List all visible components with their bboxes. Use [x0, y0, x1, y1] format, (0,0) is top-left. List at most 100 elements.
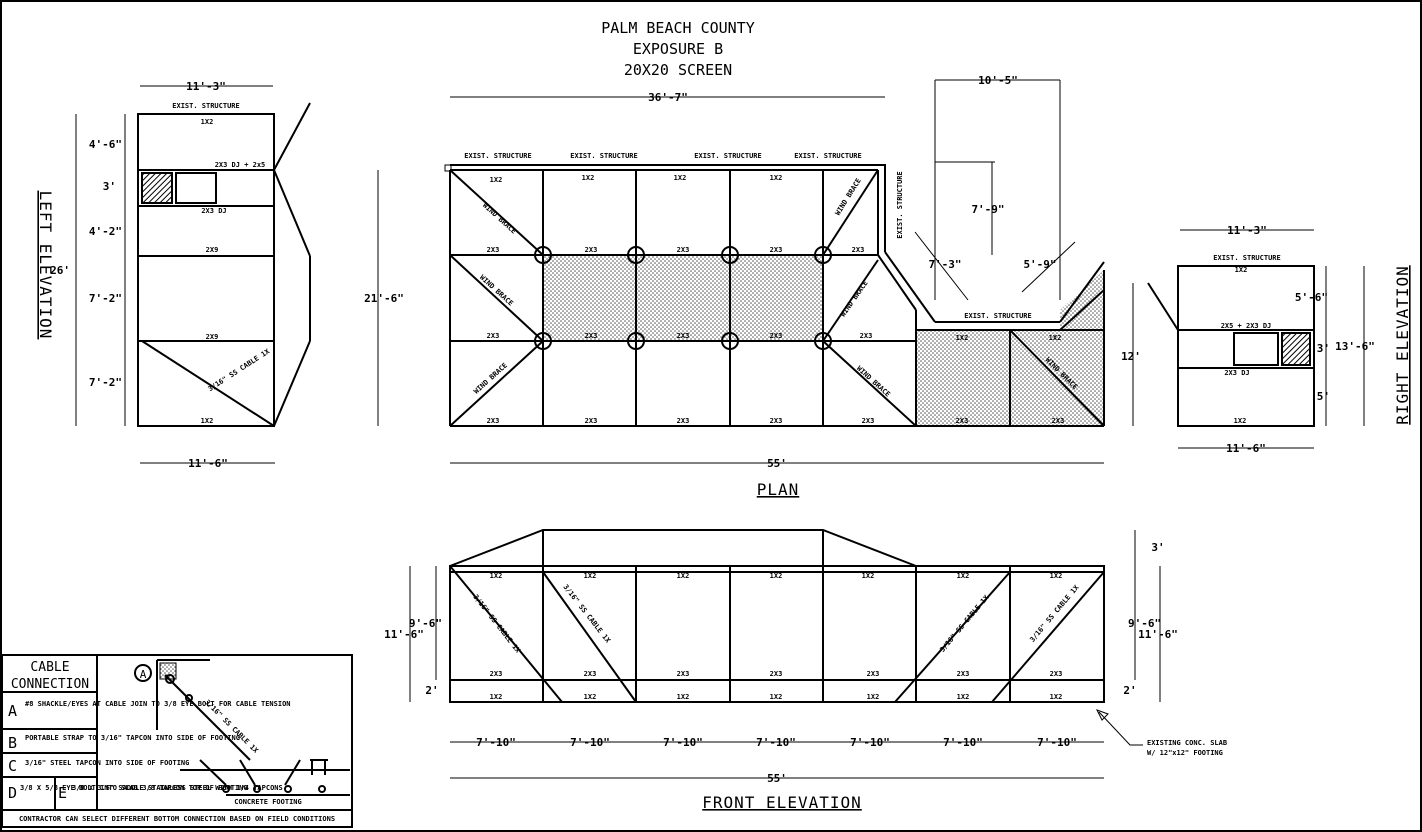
svg-text:1X2: 1X2: [957, 572, 970, 580]
dim-left-total: 26': [50, 264, 70, 277]
svg-text:11'-6": 11'-6": [384, 628, 424, 641]
legend-footer: CONTRACTOR CAN SELECT DIFFERENT BOTTOM C…: [19, 815, 335, 823]
right-elevation: 11'-3" EXIST. STRUCTURE 1X2 2X5 + 2X3 DJ…: [1147, 224, 1412, 455]
svg-text:A: A: [8, 702, 17, 720]
svg-text:3/16" SS CABLE 1X: 3/16" SS CABLE 1X: [938, 593, 991, 654]
dim-left-bottom: 11'-6": [188, 457, 228, 470]
svg-text:3': 3': [1151, 541, 1164, 554]
svg-text:7'-3": 7'-3": [928, 258, 961, 271]
svg-text:WIND BRACE: WIND BRACE: [472, 361, 509, 395]
header-exposure: EXPOSURE B: [633, 40, 723, 58]
right-elevation-title: RIGHT ELEVATION: [1393, 265, 1412, 425]
svg-text:A: A: [140, 668, 147, 681]
svg-text:2X3: 2X3: [677, 670, 690, 678]
svg-text:2X3: 2X3: [584, 670, 597, 678]
svg-text:2X3: 2X3: [487, 417, 500, 425]
svg-text:3/16" STEEL TAPCON INTO SIDE O: 3/16" STEEL TAPCON INTO SIDE OF FOOTING: [25, 759, 189, 767]
svg-text:2X3: 2X3: [770, 417, 783, 425]
svg-text:7'-9": 7'-9": [971, 203, 1004, 216]
svg-text:EXIST. STRUCTURE: EXIST. STRUCTURE: [794, 152, 861, 160]
svg-text:EXISTING CONC. SLAB: EXISTING CONC. SLAB: [1147, 739, 1227, 747]
svg-text:3': 3': [103, 180, 116, 193]
svg-text:EXIST. STRUCTURE: EXIST. STRUCTURE: [570, 152, 637, 160]
header-county: PALM BEACH COUNTY: [601, 19, 755, 37]
svg-text:CABLE: CABLE: [30, 660, 69, 675]
dim-plan-top: 36'-7": [648, 91, 688, 104]
svg-text:3/16" SS CABLE 1X: 3/16" SS CABLE 1X: [471, 593, 522, 655]
svg-text:1X2: 1X2: [674, 174, 687, 182]
svg-text:1X2: 1X2: [956, 334, 969, 342]
dim-plan-bottom: 55': [767, 457, 787, 470]
svg-text:11'-6": 11'-6": [1138, 628, 1178, 641]
svg-text:7'-10": 7'-10": [756, 736, 796, 749]
dim-plan-height: 21'-6": [364, 292, 404, 305]
svg-text:1X2: 1X2: [862, 572, 875, 580]
plan-title: PLAN: [757, 480, 800, 499]
svg-text:1X2: 1X2: [1050, 693, 1063, 701]
svg-text:E: E: [58, 784, 67, 802]
svg-text:2X3: 2X3: [867, 670, 880, 678]
svg-text:1X2: 1X2: [677, 572, 690, 580]
svg-text:1X2: 1X2: [201, 417, 214, 425]
svg-text:3/16" SS CABLE 1X: 3/16" SS CABLE 1X: [561, 583, 612, 645]
svg-text:2X3: 2X3: [770, 246, 783, 254]
svg-text:2X5 + 2X3 DJ: 2X5 + 2X3 DJ: [1221, 322, 1272, 330]
svg-text:3/8 X 3.5" SADDLE STAINLESS ST: 3/8 X 3.5" SADDLE STAINLESS STEEL WITH 1…: [72, 784, 283, 792]
svg-text:11'-3": 11'-3": [1227, 224, 1267, 237]
svg-text:4'-2": 4'-2": [89, 225, 122, 238]
svg-text:9'-6": 9'-6": [1128, 617, 1161, 630]
svg-text:EXIST. STRUCTURE: EXIST. STRUCTURE: [964, 312, 1031, 320]
svg-text:1X2: 1X2: [770, 693, 783, 701]
svg-text:2X3: 2X3: [490, 670, 503, 678]
svg-text:1X2: 1X2: [957, 693, 970, 701]
svg-text:3/16" SS CABLE 1X: 3/16" SS CABLE 1X: [1028, 583, 1081, 644]
svg-text:1X2: 1X2: [490, 693, 503, 701]
svg-text:2X3: 2X3: [770, 332, 783, 340]
svg-text:W/ 12"x12" FOOTING: W/ 12"x12" FOOTING: [1147, 749, 1223, 757]
svg-text:WIND BRACE: WIND BRACE: [834, 177, 863, 217]
svg-text:5'-6": 5'-6": [1295, 291, 1328, 304]
svg-text:2X3: 2X3: [585, 246, 598, 254]
bay-dimensions: 7'-10" 7'-10" 7'-10" 7'-10" 7'-10" 7'-10…: [476, 736, 1077, 749]
svg-text:2X3: 2X3: [585, 332, 598, 340]
svg-text:2X3 DJ + 2x5: 2X3 DJ + 2x5: [215, 161, 266, 169]
svg-text:2X3: 2X3: [585, 417, 598, 425]
plan-view: 36'-7" EXIST. STRUCTURE EXIST. STRUCTURE…: [364, 74, 1141, 499]
svg-text:WIND BRACE: WIND BRACE: [855, 364, 892, 398]
svg-text:2X3: 2X3: [677, 332, 690, 340]
svg-text:5'-9": 5'-9": [1023, 258, 1056, 271]
svg-text:7'-10": 7'-10": [476, 736, 516, 749]
svg-text:2X3: 2X3: [677, 417, 690, 425]
left-exist-structure: EXIST. STRUCTURE: [172, 102, 239, 110]
svg-text:2': 2': [1123, 684, 1136, 697]
svg-text:1X2: 1X2: [1234, 417, 1247, 425]
svg-text:1X2: 1X2: [490, 572, 503, 580]
svg-text:13'-6": 13'-6": [1335, 340, 1375, 353]
svg-text:2X9: 2X9: [206, 246, 219, 254]
front-elevation-title: FRONT ELEVATION: [702, 793, 862, 812]
svg-text:2X3: 2X3: [860, 332, 873, 340]
svg-text:EXIST. STRUCTURE: EXIST. STRUCTURE: [1213, 254, 1280, 262]
svg-text:EXIST. STRUCTURE: EXIST. STRUCTURE: [464, 152, 531, 160]
svg-text:7'-10": 7'-10": [663, 736, 703, 749]
svg-text:1X2: 1X2: [1050, 572, 1063, 580]
svg-text:2X3: 2X3: [957, 670, 970, 678]
left-elevation-title: LEFT ELEVATION: [36, 191, 55, 340]
header-screen: 20X20 SCREEN: [624, 61, 732, 79]
svg-text:2X3: 2X3: [956, 417, 969, 425]
svg-text:7'-10": 7'-10": [1037, 736, 1077, 749]
svg-text:3/8 X 5/8 EYE BOLT INTO SLAB 3: 3/8 X 5/8 EYE BOLT INTO SLAB 3/8 TAPCON …: [20, 784, 248, 792]
svg-text:2X3: 2X3: [1052, 417, 1065, 425]
svg-text:C: C: [8, 757, 17, 775]
svg-text:1X2: 1X2: [1049, 334, 1062, 342]
svg-text:2X3: 2X3: [677, 246, 690, 254]
svg-text:2X3: 2X3: [487, 332, 500, 340]
svg-text:1X2: 1X2: [1235, 266, 1248, 274]
svg-text:1X2: 1X2: [770, 174, 783, 182]
dim-left-top: 11'-3": [186, 80, 226, 93]
svg-text:2X3: 2X3: [1050, 670, 1063, 678]
svg-text:7'-2": 7'-2": [89, 376, 122, 389]
svg-text:2X3: 2X3: [487, 246, 500, 254]
